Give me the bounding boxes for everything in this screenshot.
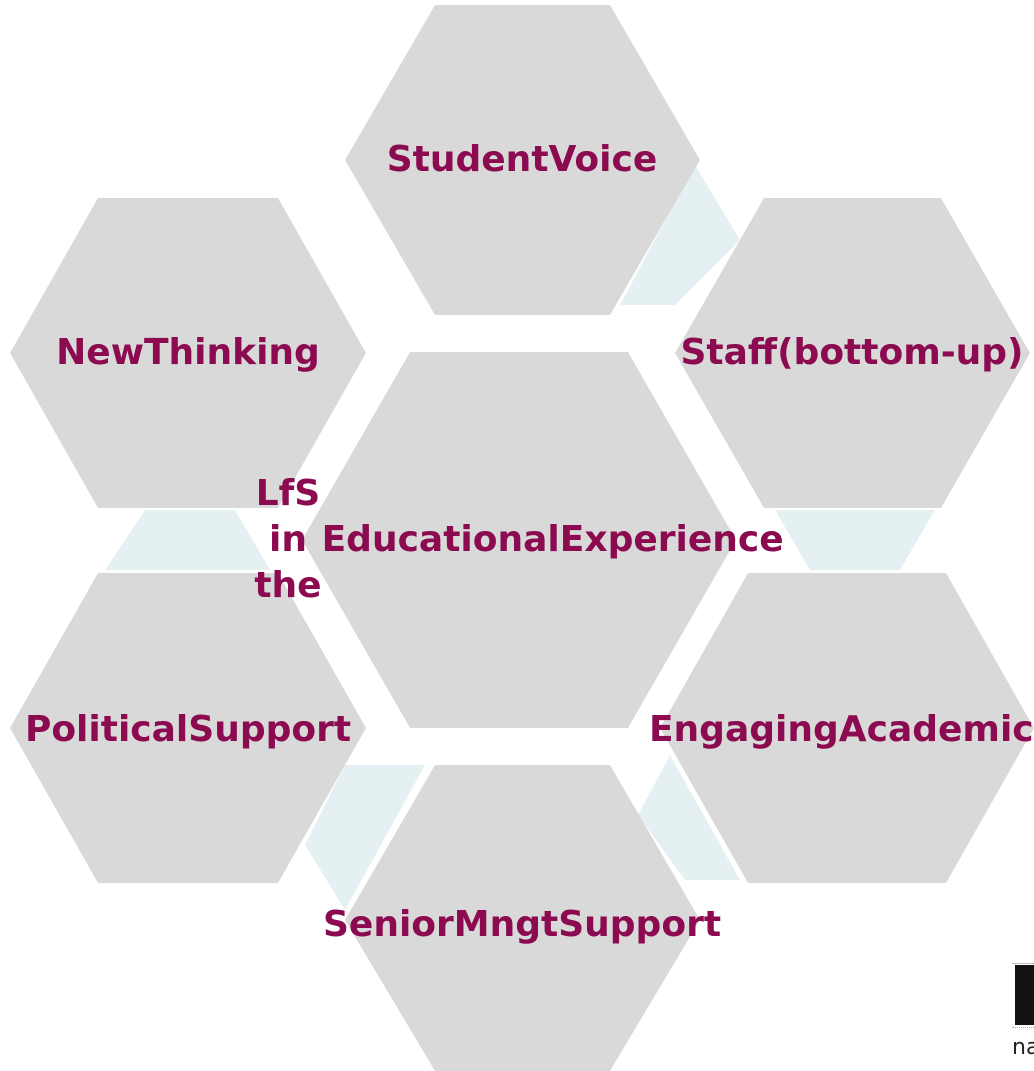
logo-mark (1015, 965, 1034, 1025)
hexagon-center (302, 352, 736, 728)
logo-text: na (1012, 1035, 1034, 1060)
connector-engaging-senior (638, 755, 740, 880)
label-student-voice: Student Voice (386, 139, 658, 180)
label-center: LfS in the Educational Experience (254, 473, 784, 606)
hexagon-political-support (10, 573, 366, 883)
label-political-support: Political Support (24, 709, 352, 750)
hexagon-senior-mngt (345, 765, 700, 1071)
hexagon-engaging-academics (660, 573, 1034, 883)
hexagon-new-thinking (10, 198, 366, 508)
label-engaging-academics: Engaging Academics (648, 709, 1034, 750)
connector-senior-political (305, 765, 425, 910)
hexagon-staff (675, 198, 1030, 508)
connector-student-staff (620, 165, 740, 305)
label-new-thinking: New Thinking (56, 332, 320, 373)
logo-dots (1012, 1027, 1034, 1030)
label-staff: Staff (bottom- up) (680, 332, 1024, 373)
label-senior-mngt: Senior Mngt Support (322, 904, 722, 945)
hexagon-student-voice (345, 5, 700, 315)
connector-political-newthinking (105, 510, 270, 570)
connector-staff-engaging (775, 510, 935, 570)
logo-rule (1012, 963, 1034, 964)
